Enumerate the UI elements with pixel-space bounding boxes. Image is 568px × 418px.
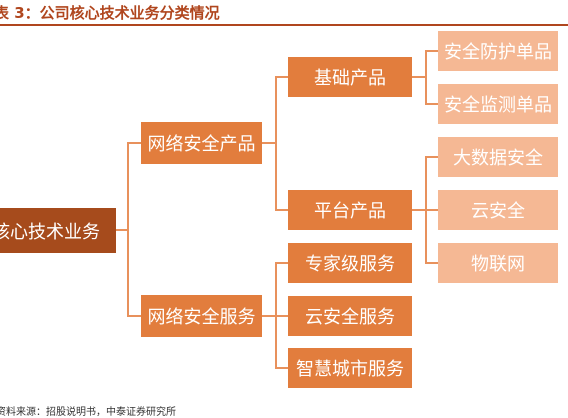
node-cloud-security-services: 云安全服务 — [288, 296, 412, 336]
connector-l1a-out — [262, 142, 276, 144]
connector-root-v — [127, 142, 129, 316]
node-expert-services: 专家级服务 — [288, 243, 412, 283]
node-basic-products: 基础产品 — [288, 57, 412, 97]
connector-l1b-in — [127, 315, 141, 317]
connector-l2b-out — [412, 209, 426, 211]
connector-root-h — [116, 229, 128, 231]
connector-l2d-in — [275, 315, 288, 317]
connector-l2a-out — [412, 76, 426, 78]
node-security-protection-single: 安全防护单品 — [438, 31, 558, 71]
node-iot: 物联网 — [438, 243, 558, 283]
node-network-security-services: 网络安全服务 — [141, 295, 262, 337]
node-security-monitoring-single: 安全监测单品 — [438, 84, 558, 124]
connector-l1b-out — [262, 315, 276, 317]
connector-l1a-v — [275, 76, 277, 210]
node-smart-city-services: 智慧城市服务 — [288, 348, 412, 388]
connector-l2a-in — [275, 76, 288, 78]
connector-l3a-in — [425, 50, 438, 52]
connector-l2b-in — [275, 209, 288, 211]
node-cloud-security: 云安全 — [438, 190, 558, 230]
node-big-data-security: 大数据安全 — [438, 137, 558, 177]
connector-l3e-in — [425, 262, 438, 264]
table-title: 表 3：公司核心技术业务分类情况 — [0, 4, 220, 22]
connector-l3c-in — [425, 156, 438, 158]
node-platform-products: 平台产品 — [288, 190, 412, 230]
title-rule — [0, 24, 568, 26]
connector-l2a-v — [425, 50, 427, 104]
connector-l2e-in — [275, 367, 288, 369]
connector-l1a-in — [127, 142, 141, 144]
node-network-security-products: 网络安全产品 — [141, 122, 262, 164]
connector-l3d-in — [425, 209, 438, 211]
connector-l2c-in — [275, 262, 288, 264]
connector-l3b-in — [425, 103, 438, 105]
source-note: 资料来源：招股说明书，中泰证券研究所 — [0, 407, 176, 418]
node-root: 核心技术业务 — [0, 208, 116, 253]
